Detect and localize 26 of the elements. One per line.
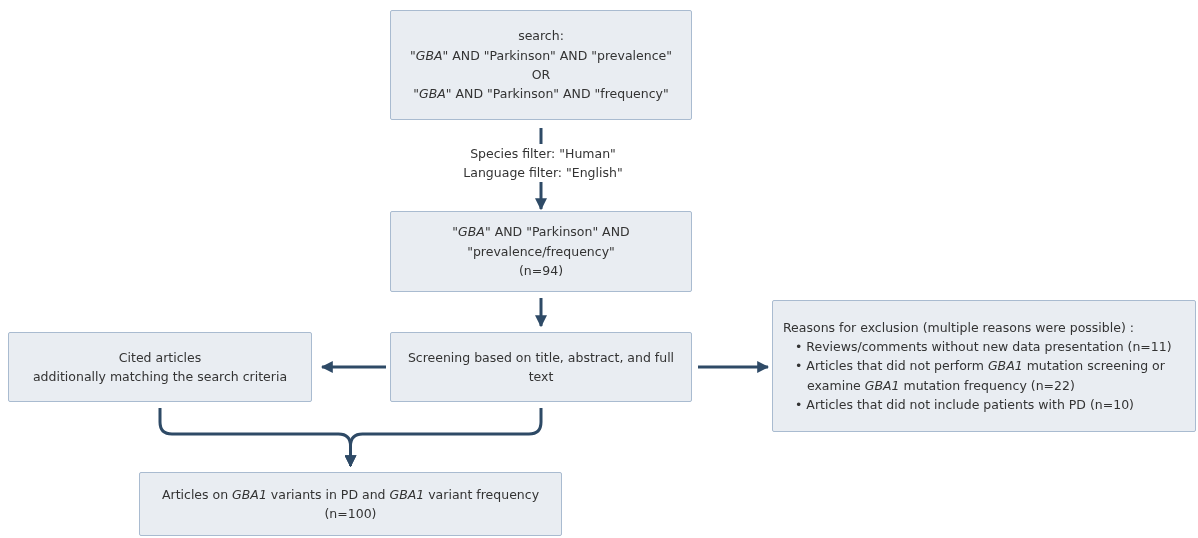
box-text: (n=94) [518, 262, 564, 281]
arrow [344, 408, 543, 468]
box-text: "GBA" AND "Parkinson" AND "frequency" [413, 85, 669, 104]
arrow [698, 361, 770, 373]
box-text: Screening based on title, abstract, and full text [406, 348, 676, 386]
box-heading: Reasons for exclusion (multiple reasons were possible) : [783, 318, 1134, 337]
box-text: search: [518, 27, 564, 46]
process-box [139, 472, 562, 536]
list-item: • Articles that did not include patients with PD (n=10) [794, 396, 1134, 415]
process-box [772, 300, 1196, 432]
arrow [535, 298, 547, 328]
process-box [390, 332, 692, 402]
arrow [320, 361, 386, 373]
box-text: "GBA" AND "Parkinson" AND "prevalence/frequency" [451, 223, 631, 261]
edge-label: Species filter: "Human" Language filter: "English" [461, 143, 625, 183]
list-item: • Reviews/comments without new data presentation (n=11) [794, 337, 1172, 356]
list-item: • Articles that did not perform GBA1 mutation screening or examine GBA1 mutation frequency (n=22) [794, 357, 1166, 395]
process-box [8, 332, 312, 402]
box-text: "GBA" AND "Parkinson" AND "prevalence" [410, 46, 672, 65]
process-box [390, 10, 692, 120]
box-text: Cited articles [118, 348, 202, 367]
box-text: OR [531, 66, 551, 84]
process-box [390, 211, 692, 292]
box-text: additionally matching the search criteria [32, 368, 288, 386]
box-text: Articles on GBA1 variants in PD and GBA1 variant frequency [161, 485, 540, 504]
box-text: (n=100) [324, 505, 377, 523]
